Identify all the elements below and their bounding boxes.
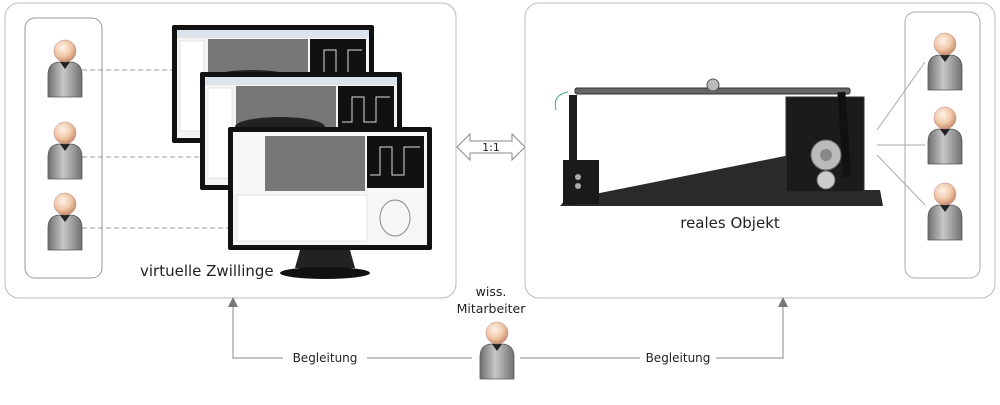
virtual-twins-caption: virtuelle Zwillinge bbox=[140, 262, 274, 280]
ratio-label: 1:1 bbox=[482, 141, 500, 154]
guidance-label-left: Begleitung bbox=[293, 351, 358, 365]
supervisor-label-line2: Mitarbeiter bbox=[457, 301, 527, 316]
supervisor-label-line1: wiss. bbox=[476, 284, 507, 299]
connection-lines-right bbox=[876, 61, 926, 206]
student-icon bbox=[927, 182, 963, 241]
monitor-twin-3 bbox=[228, 127, 432, 279]
supervisor-icon bbox=[479, 321, 515, 380]
student-icon bbox=[47, 192, 83, 251]
real-object-caption: reales Objekt bbox=[680, 214, 780, 232]
ball-and-beam-device bbox=[554, 78, 883, 206]
guidance-edges bbox=[228, 297, 788, 359]
student-icon bbox=[47, 121, 83, 180]
students-group-left bbox=[24, 17, 103, 279]
real-object-panel bbox=[524, 2, 996, 299]
student-icon bbox=[927, 106, 963, 165]
connection-lines-left bbox=[82, 69, 230, 229]
student-icon bbox=[927, 32, 963, 91]
guidance-label-right: Begleitung bbox=[646, 351, 711, 365]
student-icon bbox=[47, 39, 83, 98]
